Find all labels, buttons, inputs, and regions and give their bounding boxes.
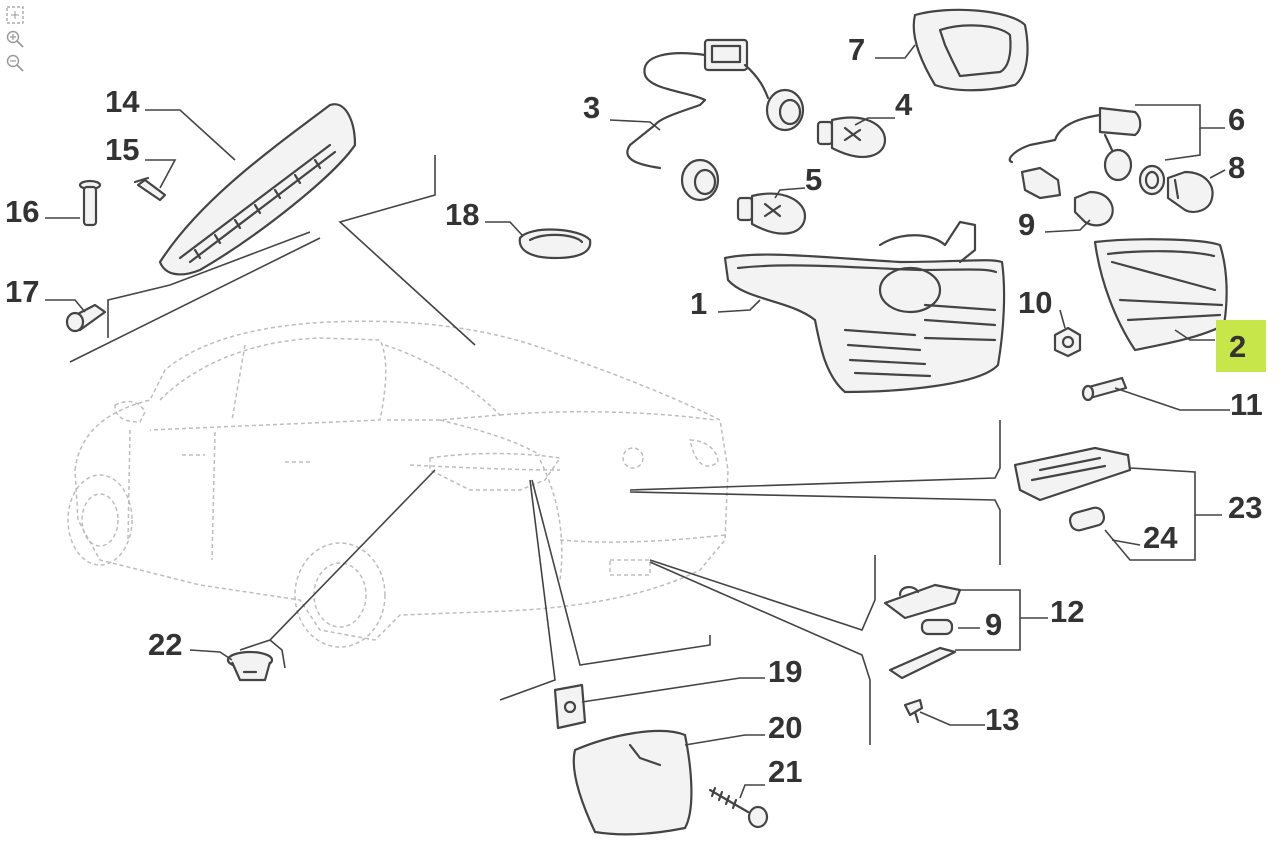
part-20-reflector-cover[interactable]: [572, 729, 693, 836]
car-body-outline: [67, 320, 729, 648]
callout-9-lower[interactable]: 9: [985, 607, 1002, 642]
highlight-box: [1216, 320, 1266, 372]
part-6-bulb-socket-wire[interactable]: [1008, 106, 1166, 196]
callout-19[interactable]: 19: [768, 654, 802, 689]
callout-22[interactable]: 22: [148, 627, 182, 662]
callout-21[interactable]: 21: [768, 754, 802, 789]
callout-10[interactable]: 10: [1018, 285, 1052, 320]
part-14-third-brake-light[interactable]: [158, 103, 357, 276]
callout-3[interactable]: 3: [583, 90, 600, 125]
callout-24[interactable]: 24: [1143, 520, 1178, 555]
callout-23[interactable]: 23: [1228, 490, 1262, 525]
part-22-push-clip[interactable]: [226, 650, 274, 682]
callout-leaders: [45, 44, 1230, 799]
part-2-inner-tail-lamp[interactable]: [1093, 238, 1228, 352]
part-9-bulb-upper[interactable]: [1020, 166, 1114, 227]
part-24-bulb[interactable]: [1068, 506, 1106, 532]
part-1-outer-tail-lamp[interactable]: [723, 220, 1006, 394]
callout-14[interactable]: 14: [105, 84, 140, 119]
zoom-in-icon: [6, 30, 24, 48]
part-4-bulb[interactable]: [816, 116, 887, 158]
fit-screen-button[interactable]: [4, 4, 26, 26]
callout-15[interactable]: 15: [105, 132, 139, 167]
expand-icon: [6, 6, 24, 24]
reference-lines: [69, 155, 1001, 745]
callout-2[interactable]: 2: [1229, 329, 1246, 364]
callout-8[interactable]: 8: [1228, 150, 1245, 185]
part-15-screw[interactable]: [133, 176, 167, 202]
part-18-grommet[interactable]: [518, 228, 592, 260]
part-8-bulb[interactable]: [1166, 170, 1214, 214]
part-13-screw[interactable]: [903, 698, 924, 724]
callout-6[interactable]: 6: [1228, 102, 1245, 137]
callout-12[interactable]: 12: [1050, 594, 1084, 629]
part-3-wiring-harness[interactable]: [626, 38, 805, 202]
callout-1[interactable]: 1: [690, 286, 707, 321]
part-19-clip[interactable]: [553, 683, 587, 730]
part-16-pin[interactable]: [78, 179, 102, 227]
viewer-toolbar: [4, 4, 30, 74]
callout-18[interactable]: 18: [445, 197, 479, 232]
callout-11[interactable]: 11: [1230, 387, 1263, 422]
callout-13[interactable]: 13: [985, 702, 1019, 737]
callout-16[interactable]: 16: [5, 194, 39, 229]
callout-4[interactable]: 4: [895, 87, 913, 122]
callout-17[interactable]: 17: [5, 274, 39, 309]
part-11-stud[interactable]: [1081, 376, 1128, 402]
callout-5[interactable]: 5: [805, 162, 822, 197]
callout-7[interactable]: 7: [848, 32, 865, 67]
part-23-lamp-housing[interactable]: [1013, 446, 1132, 502]
callout-numbers: 1 2 3 4 5 6 7 8 9 10 11 12 13 14 15 16 1…: [5, 32, 1263, 789]
zoom-out-button[interactable]: [4, 52, 26, 74]
part-5-bulb[interactable]: [736, 192, 807, 235]
zoom-in-button[interactable]: [4, 28, 26, 50]
part-10-nut[interactable]: [1053, 326, 1082, 358]
part-7-lamp-gasket[interactable]: [912, 8, 1029, 92]
part-21-screw[interactable]: [708, 786, 769, 829]
callout-9-upper[interactable]: 9: [1018, 207, 1035, 242]
callout-20[interactable]: 20: [768, 710, 802, 745]
part-12-licence-plate-lamp[interactable]: [883, 583, 962, 680]
part-17-bulb[interactable]: [65, 303, 107, 333]
zoom-out-icon: [6, 54, 24, 72]
part-9-bulb-lower[interactable]: [920, 618, 954, 636]
